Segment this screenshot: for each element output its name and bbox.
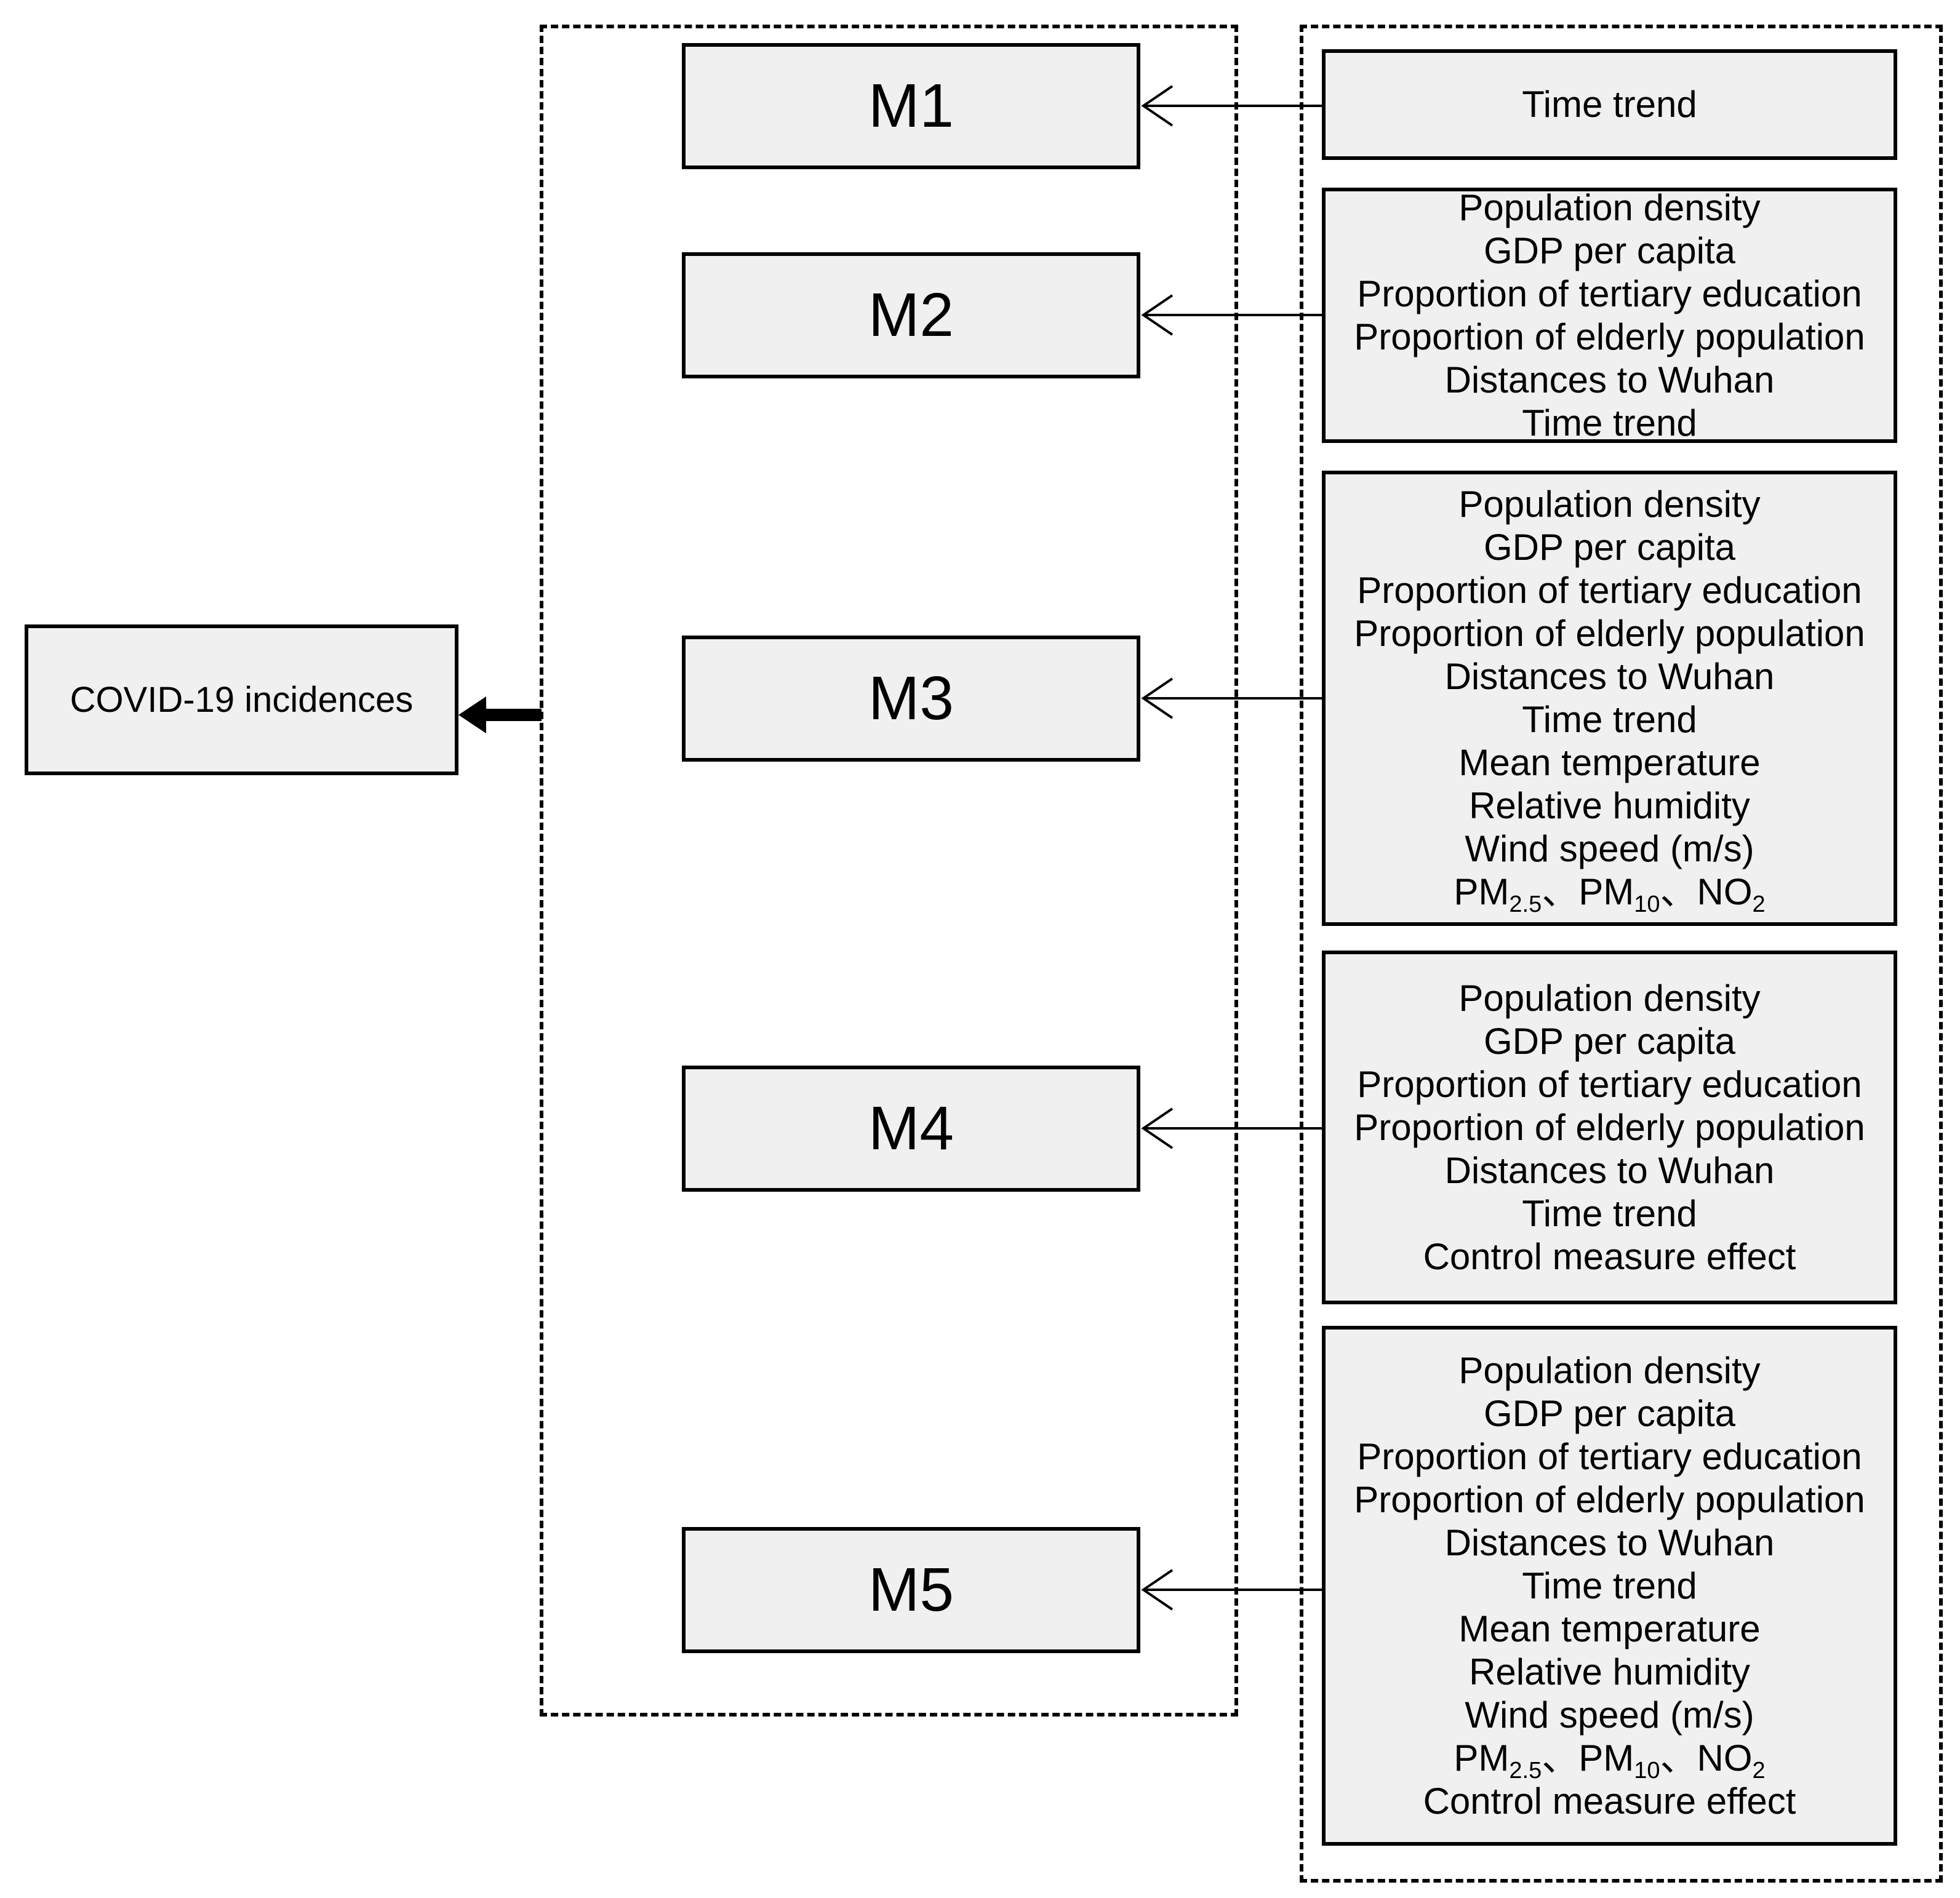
factor-line: GDP per capita <box>1483 229 1736 271</box>
pm10-subscript: 10 <box>1634 891 1660 917</box>
pm25-subscript: 2.5 <box>1509 1757 1542 1784</box>
no2-subscript: 2 <box>1752 891 1766 917</box>
separator: 、 <box>1660 1737 1697 1779</box>
no2-subscript: 2 <box>1752 1757 1766 1784</box>
no2-text: NO <box>1697 871 1753 912</box>
factor-box-m2: Population density GDP per capita Propor… <box>1322 186 1897 444</box>
arrowhead-m1 <box>1141 85 1174 127</box>
factor-box-m5: Population density GDP per capita Propor… <box>1322 1326 1897 1846</box>
models-group-frame <box>540 25 1238 1717</box>
factor-line: Time trend <box>1522 402 1697 444</box>
model-label-m2: M2 <box>868 281 954 349</box>
factor-line: Proportion of elderly population <box>1354 1106 1865 1148</box>
model-label-m5: M5 <box>868 1555 954 1624</box>
factor-line: Proportion of tertiary education <box>1357 273 1862 314</box>
model-box-m5: M5 <box>682 1527 1140 1653</box>
pm10-text: PM <box>1578 1737 1634 1779</box>
factor-line: GDP per capita <box>1483 1392 1736 1434</box>
factor-line: Population density <box>1458 1349 1761 1391</box>
model-label-m4: M4 <box>868 1094 954 1163</box>
arrowhead-m3 <box>1141 677 1174 719</box>
factor-line: Time trend <box>1522 699 1697 740</box>
factor-line: Relative humidity <box>1469 785 1750 826</box>
separator: 、 <box>1542 871 1579 912</box>
factor-line: Proportion of tertiary education <box>1357 1063 1862 1105</box>
model-box-m4: M4 <box>682 1066 1140 1192</box>
arrowhead-m2 <box>1141 294 1174 336</box>
factor-line: Population density <box>1458 977 1761 1019</box>
pm10-subscript: 10 <box>1634 1757 1660 1784</box>
factor-line: Proportion of elderly population <box>1354 316 1865 357</box>
factor-line: Time trend <box>1522 1565 1697 1606</box>
arrowhead-m5 <box>1141 1569 1174 1611</box>
pm25-text: PM <box>1454 871 1510 912</box>
factor-line: Control measure effect <box>1423 1235 1796 1277</box>
pm25-subscript: 2.5 <box>1509 891 1542 917</box>
pm10-text: PM <box>1578 871 1634 912</box>
outcome-label: COVID-19 incidences <box>70 680 414 720</box>
outcome-arrowhead <box>458 696 486 733</box>
factor-line: Mean temperature <box>1458 1608 1761 1649</box>
factor-line: Wind speed (m/s) <box>1465 1694 1754 1736</box>
factor-line: GDP per capita <box>1483 1020 1736 1062</box>
factor-line: Control measure effect <box>1423 1780 1796 1822</box>
factor-line: Proportion of elderly population <box>1354 1478 1865 1520</box>
factor-line: Time trend <box>1522 1192 1697 1234</box>
separator: 、 <box>1542 1737 1579 1779</box>
factor-line: Distances to Wuhan <box>1444 1149 1775 1191</box>
model-box-m3: M3 <box>682 636 1140 762</box>
factor-line: Wind speed (m/s) <box>1465 828 1754 869</box>
no2-text: NO <box>1697 1737 1753 1779</box>
factor-box-m3: Population density GDP per capita Propor… <box>1322 471 1897 926</box>
factor-line: Proportion of tertiary education <box>1357 570 1862 611</box>
factor-line: Relative humidity <box>1469 1651 1750 1693</box>
model-label-m1: M1 <box>868 71 954 140</box>
pollutants-line: PM2.5、PM10、NO2 <box>1454 871 1766 917</box>
factor-line: Distances to Wuhan <box>1444 359 1775 401</box>
pm25-text: PM <box>1454 1737 1510 1779</box>
factor-line: Proportion of tertiary education <box>1357 1435 1862 1477</box>
model-box-m2: M2 <box>682 252 1140 378</box>
factor-line: Population density <box>1458 484 1761 525</box>
factor-line: Distances to Wuhan <box>1444 1521 1775 1563</box>
factor-line: GDP per capita <box>1483 527 1736 568</box>
factors-group-frame <box>1300 25 1943 1883</box>
factor-line: Proportion of elderly population <box>1354 613 1865 654</box>
factor-line: Time trend <box>1522 84 1697 125</box>
factor-box-m1: Time trend <box>1322 49 1897 160</box>
factor-line: Distances to Wuhan <box>1444 656 1775 697</box>
outcome-box: COVID-19 incidences <box>25 624 458 775</box>
separator: 、 <box>1660 871 1697 912</box>
factor-box-m4: Population density GDP per capita Propor… <box>1322 951 1897 1304</box>
pollutants-line: PM2.5、PM10、NO2 <box>1454 1737 1765 1782</box>
model-label-m3: M3 <box>868 664 954 733</box>
model-box-m1: M1 <box>682 43 1140 169</box>
factor-line: Population density <box>1458 186 1761 228</box>
factor-line: Mean temperature <box>1458 742 1761 783</box>
arrowhead-m4 <box>1141 1107 1174 1149</box>
